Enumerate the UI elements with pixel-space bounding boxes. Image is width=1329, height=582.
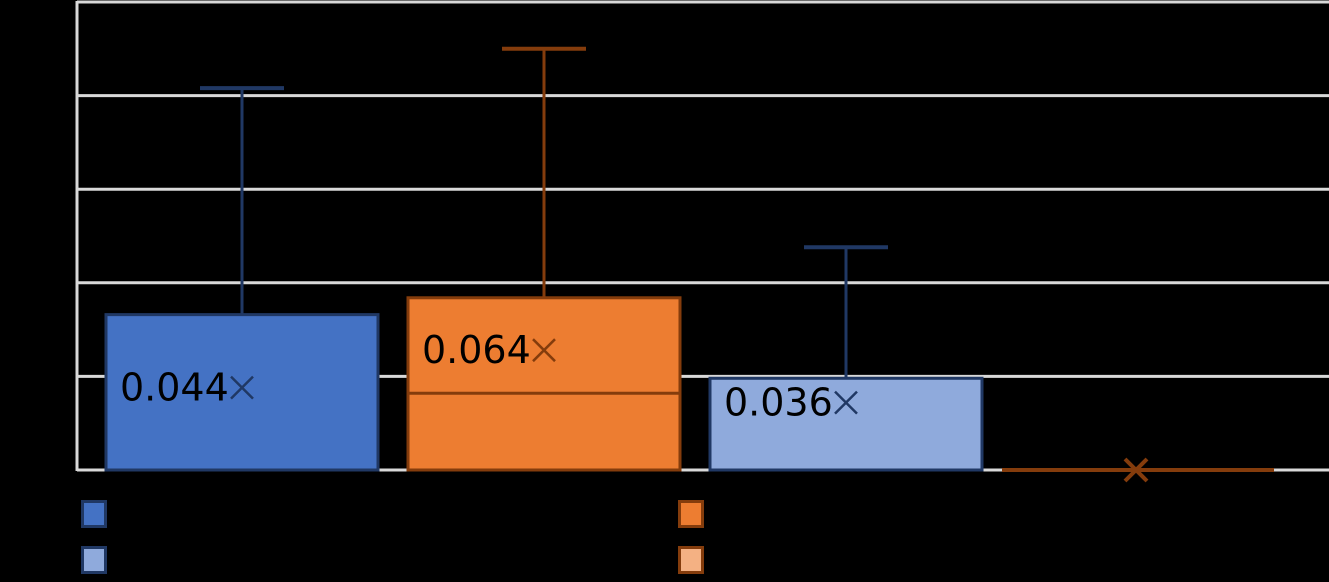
box-series-group: 0.044 0.064 0.036 <box>104 46 1274 483</box>
box <box>406 296 682 472</box>
mean-marker-icon <box>834 390 858 415</box>
legend-swatch-series-2 <box>678 500 704 528</box>
mean-marker-icon <box>532 338 556 363</box>
box-series-3[interactable]: 0.036 <box>708 245 984 472</box>
box <box>708 376 984 472</box>
legend-swatch-series-1 <box>81 500 107 528</box>
mean-label: 0.044 <box>120 366 229 410</box>
box-series-1[interactable]: 0.044 <box>104 86 380 472</box>
legend-item-series-2[interactable] <box>678 500 716 528</box>
legend-item-series-4[interactable] <box>678 546 716 574</box>
legend-item-series-1[interactable] <box>81 500 119 528</box>
box <box>104 313 380 472</box>
mean-marker-icon <box>230 375 254 400</box>
mean-marker-icon <box>1123 457 1149 483</box>
legend-swatch-series-4 <box>678 546 704 574</box>
mean-label: 0.064 <box>422 328 531 372</box>
legend-item-series-3[interactable] <box>81 546 119 574</box>
legend-swatch-series-3 <box>81 546 107 574</box>
mean-label: 0.036 <box>724 381 833 425</box>
box-series-4[interactable] <box>1002 457 1274 483</box>
box-series-2[interactable]: 0.064 <box>406 46 682 472</box>
